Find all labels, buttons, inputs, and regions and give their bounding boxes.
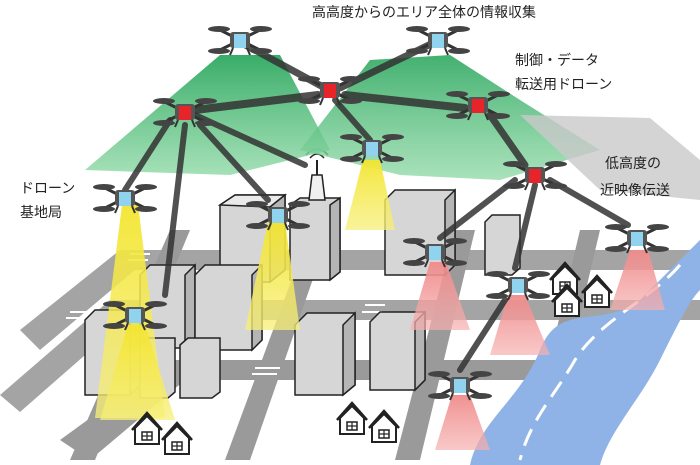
label-high-altitude-collection: 高高度からのエリア全体の情報収集 xyxy=(312,5,536,21)
camera-beams-red xyxy=(410,250,665,450)
label-low-altitude-line1: 低高度の xyxy=(605,156,661,172)
label-relay-drone-line1: 制御・データ xyxy=(515,53,599,69)
label-base-station-line2: 基地局 xyxy=(20,205,62,221)
antenna-tower-icon xyxy=(305,148,329,201)
label-relay-drone-line2: 転送用ドローン xyxy=(515,77,613,93)
label-base-station-line1: ドローン xyxy=(20,181,76,197)
label-low-altitude-line2: 近映像伝送 xyxy=(600,183,670,199)
